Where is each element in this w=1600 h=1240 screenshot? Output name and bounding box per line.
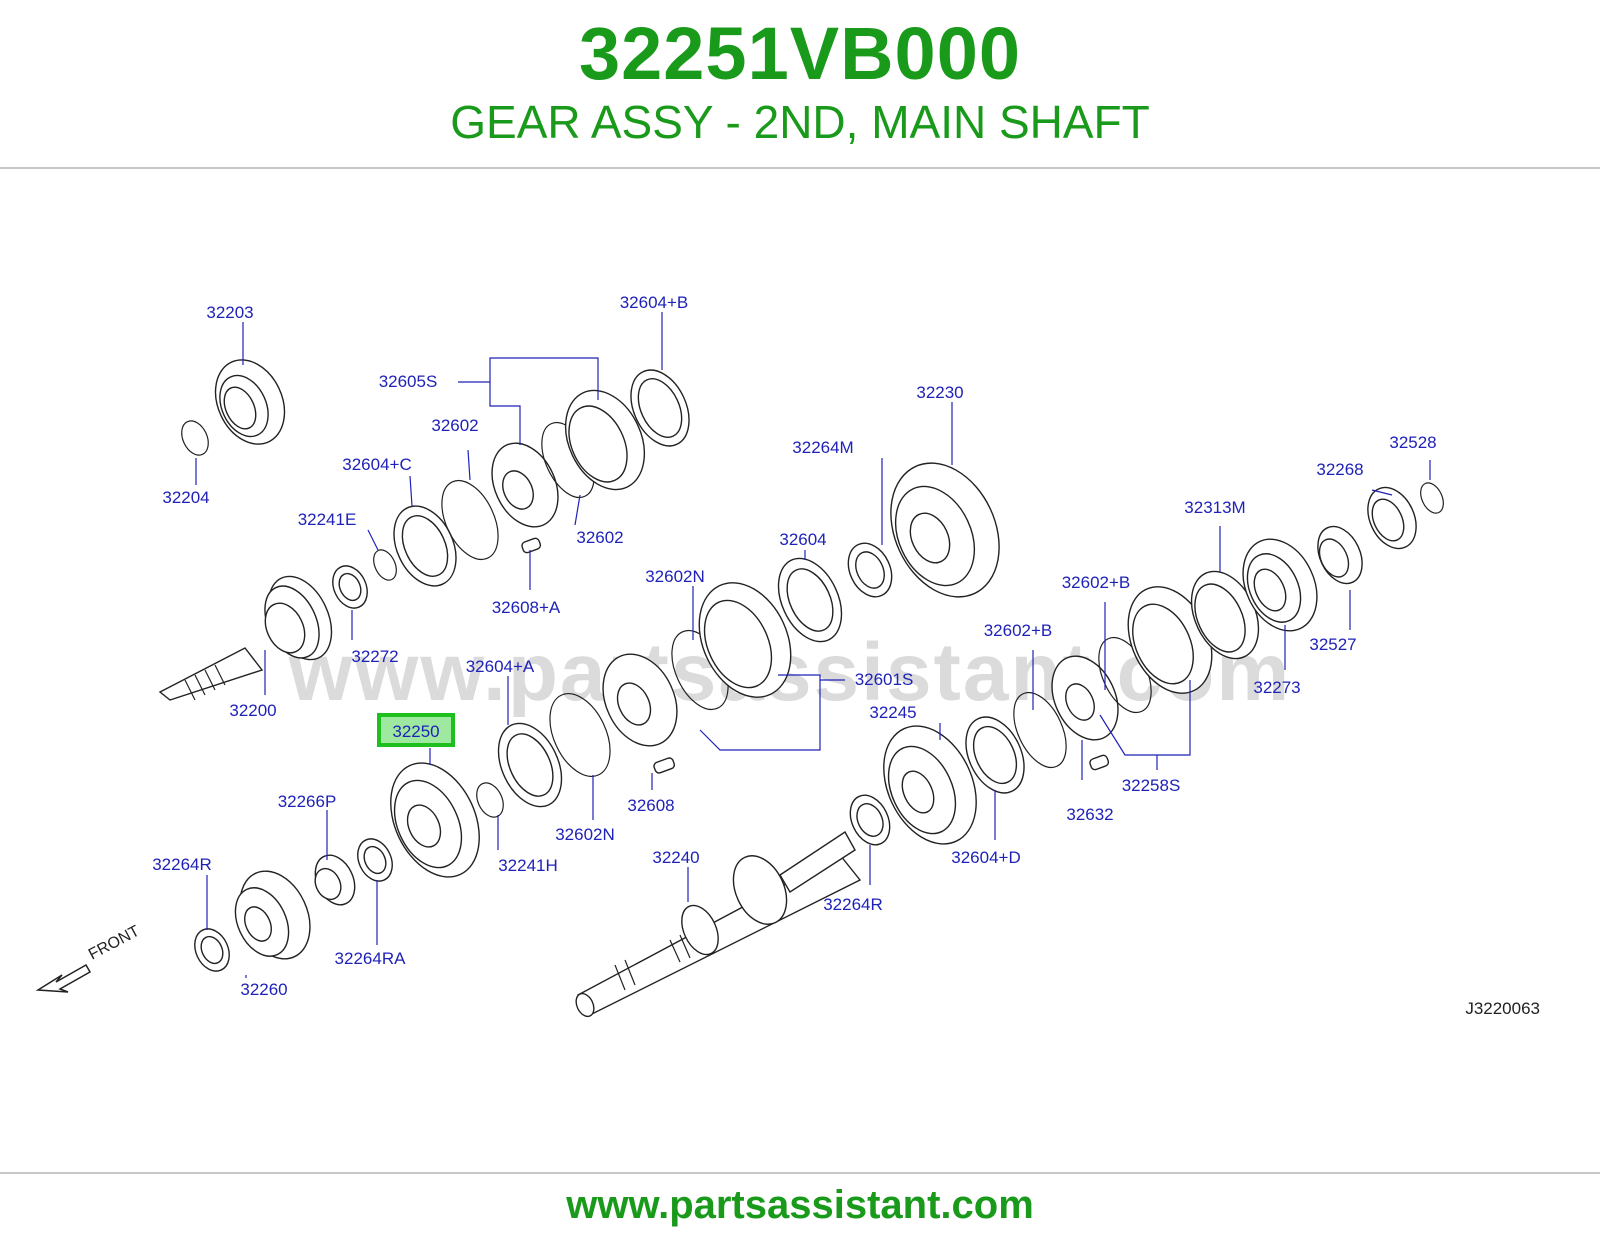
spacer-32527 [1317, 525, 1363, 585]
label-32264M[interactable]: 32264M [792, 438, 853, 457]
label-32604[interactable]: 32604 [779, 530, 826, 549]
part-description: GEAR ASSY - 2ND, MAIN SHAFT [450, 96, 1150, 148]
spring-32602N-bottom [549, 693, 611, 777]
label-32604-A[interactable]: 32604+A [466, 657, 535, 676]
gear-32250 [390, 762, 480, 878]
ring-32313M [1190, 570, 1260, 660]
baulk-ring-32604B-top [630, 369, 690, 447]
sleeve-32258S [1127, 586, 1213, 694]
front-label: FRONT [86, 923, 143, 964]
hub-32601S [602, 653, 678, 747]
label-32200[interactable]: 32200 [229, 701, 276, 720]
gear-32260 [234, 870, 311, 960]
needle-bearing-32264R-left [194, 928, 230, 972]
spring-32602B-mid [1013, 691, 1067, 769]
label-32608[interactable]: 32608 [627, 796, 674, 815]
label-32204[interactable]: 32204 [162, 488, 209, 507]
spring-32602-a [441, 480, 499, 560]
baulk-ring-32604 [777, 557, 843, 643]
footer-url-link[interactable]: www.partsassistant.com [566, 1183, 1034, 1227]
snap-ring-32241E [373, 549, 397, 581]
label-32264R-left[interactable]: 32264R [152, 855, 212, 874]
snap-ring-32241H [476, 782, 504, 818]
label-32604-C[interactable]: 32604+C [342, 455, 411, 474]
gear-32230 [890, 462, 1000, 598]
needle-bearing-32264M [847, 542, 893, 598]
label-32266P[interactable]: 32266P [278, 792, 337, 811]
label-32264RA[interactable]: 32264RA [335, 949, 407, 968]
label-32605S[interactable]: 32605S [379, 372, 438, 391]
label-32241H[interactable]: 32241H [498, 856, 558, 875]
header-divider [0, 167, 1600, 169]
label-32601S[interactable]: 32601S [855, 670, 914, 689]
needle-bearing-32272 [332, 565, 368, 609]
needle-bearing-32264RA [357, 838, 393, 882]
label-32273[interactable]: 32273 [1253, 678, 1300, 697]
footer-divider [0, 1172, 1600, 1174]
exploded-parts-diagram: www.partsassistant.com [0, 170, 1600, 1170]
label-32604-D[interactable]: 32604+D [951, 848, 1020, 867]
label-32245[interactable]: 32245 [869, 703, 916, 722]
drawing-code: J3220063 [1465, 999, 1540, 1018]
highlight-box-32250 [377, 713, 455, 747]
label-32528[interactable]: 32528 [1389, 433, 1436, 452]
sleeve-32605S [564, 389, 646, 491]
label-32230[interactable]: 32230 [916, 383, 963, 402]
bearing-32268 [1367, 486, 1417, 550]
bushing-32266P [314, 854, 356, 906]
label-32313M[interactable]: 32313M [1184, 498, 1245, 517]
part-number-title: 32251VB000 [578, 12, 1022, 95]
insert-32608A [521, 537, 542, 554]
label-32258S[interactable]: 32258S [1122, 776, 1181, 795]
label-32602-b[interactable]: 32602 [576, 528, 623, 547]
label-32268[interactable]: 32268 [1316, 460, 1363, 479]
label-32241E[interactable]: 32241E [298, 510, 357, 529]
label-32264R-right[interactable]: 32264R [823, 895, 883, 914]
hub-32605S [491, 442, 559, 528]
label-32602-B-mid[interactable]: 32602+B [984, 621, 1053, 640]
label-32240[interactable]: 32240 [652, 848, 699, 867]
label-32608-A[interactable]: 32608+A [492, 598, 561, 617]
main-shaft-32240 [575, 830, 862, 1018]
leader-lines [195, 312, 1431, 978]
label-32272[interactable]: 32272 [351, 647, 398, 666]
label-32527[interactable]: 32527 [1309, 635, 1356, 654]
label-32260[interactable]: 32260 [240, 980, 287, 999]
snap-ring-32528 [1420, 482, 1444, 514]
label-32604-B-top[interactable]: 32604+B [620, 293, 689, 312]
insert-32632 [1089, 754, 1110, 771]
label-32602-B-top[interactable]: 32602+B [1062, 573, 1131, 592]
hub-32258S [1051, 655, 1119, 741]
snap-ring-32204 [181, 420, 209, 456]
baulk-ring-32604A [497, 722, 563, 808]
input-shaft-32200 [158, 575, 333, 701]
baulk-ring-32604D [965, 716, 1025, 794]
label-32203[interactable]: 32203 [206, 303, 253, 322]
label-32602N-top[interactable]: 32602N [645, 567, 705, 586]
sleeve-32601S [698, 582, 792, 698]
label-32602-a[interactable]: 32602 [431, 416, 478, 435]
bearing-32273 [1242, 538, 1318, 632]
label-32602N-bottom[interactable]: 32602N [555, 825, 615, 844]
gear-32245 [883, 725, 977, 845]
front-arrow-icon [35, 963, 92, 993]
diagram-canvas: www.partsassistant.com [35, 293, 1540, 1018]
bearing-32203 [214, 359, 286, 445]
label-32250-highlighted[interactable]: 32250 [392, 722, 439, 741]
insert-32608 [653, 757, 676, 774]
label-32632[interactable]: 32632 [1066, 805, 1113, 824]
baulk-ring-32604C [393, 505, 457, 587]
needle-bearing-32264R-right [849, 794, 891, 846]
